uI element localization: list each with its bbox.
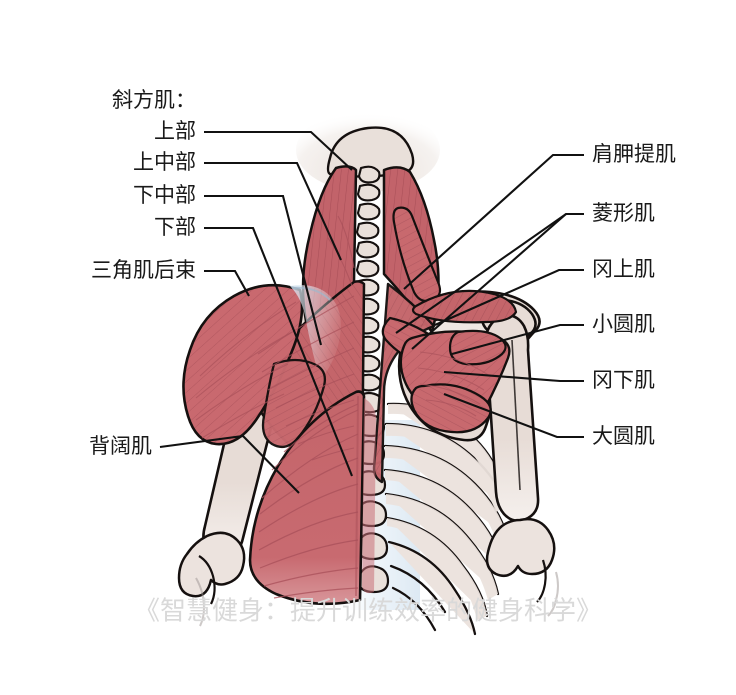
label-trapezius-lower-mid: 下中部 <box>133 183 196 207</box>
label-posterior-deltoid: 三角肌后束 <box>91 258 196 282</box>
posterior-deltoid-muscle <box>182 283 304 446</box>
humerus-right-detail <box>511 339 521 491</box>
latissimus-lateral-edge <box>355 395 359 597</box>
leader-rhomboids-b <box>411 213 567 350</box>
elbow-right-bone <box>485 517 556 577</box>
leader-lines-right <box>395 153 584 439</box>
elbow-left-bone <box>177 531 246 598</box>
label-teres-major: 大圆肌 <box>592 424 655 448</box>
leader-trapezius-lower-mid <box>204 194 323 346</box>
label-levator-scapulae: 肩胛提肌 <box>592 142 676 166</box>
leader-trapezius-lower <box>204 226 353 477</box>
leader-teres-major <box>443 393 584 439</box>
leader-teres-minor <box>451 323 584 356</box>
label-teres-minor: 小圆肌 <box>592 312 655 336</box>
leader-levator-scapulae <box>403 153 584 290</box>
leader-supraspinatus <box>434 268 584 326</box>
label-trapezius-upper: 上部 <box>154 119 196 143</box>
latissimus-striations <box>258 403 359 599</box>
leader-trapezius-upper <box>204 130 353 171</box>
infraspinatus-striations <box>417 351 491 417</box>
label-rhomboids: 菱形肌 <box>592 201 655 225</box>
leader-infraspinatus <box>443 370 584 383</box>
label-latissimus-dorsi: 背阔肌 <box>89 434 152 458</box>
forearm-left-fade <box>195 577 206 627</box>
forearm-right-fade <box>547 571 559 617</box>
teres-major-muscle <box>410 383 492 434</box>
leader-lines-left <box>159 130 353 494</box>
leader-trapezius-upper-mid <box>204 161 342 261</box>
label-infraspinatus: 冈下肌 <box>592 368 655 392</box>
label-trapezius-group: 斜方肌： <box>112 88 196 112</box>
label-trapezius-lower: 下部 <box>154 215 196 239</box>
latissimus-right-sliver <box>362 398 376 594</box>
deltoid-fascia <box>290 285 341 380</box>
ulna-left-bone <box>198 555 216 605</box>
deltoid-fascia-edge <box>291 286 331 301</box>
watermark-text: 《智慧健身：提升训练效率的健身科学》 <box>134 597 602 627</box>
label-supraspinatus: 冈上肌 <box>592 257 655 281</box>
ulna-right-bone <box>536 559 547 603</box>
leader-latissimus-dorsi <box>159 434 300 494</box>
label-trapezius-upper-mid: 上中部 <box>133 150 196 174</box>
leader-posterior-deltoid <box>204 269 250 297</box>
head-base-bone <box>326 126 415 178</box>
